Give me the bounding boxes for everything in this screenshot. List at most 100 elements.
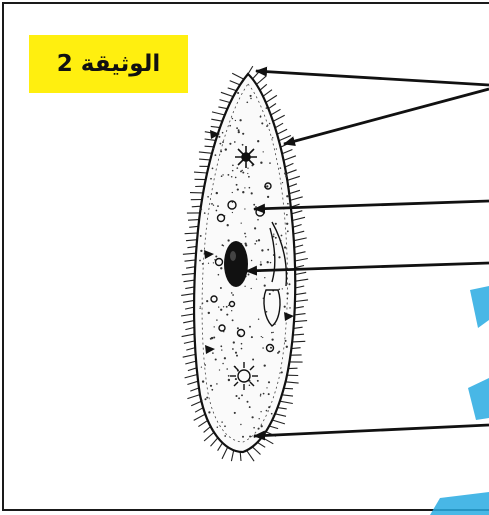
granule [213, 148, 215, 150]
cilium [271, 109, 281, 115]
granule [225, 148, 227, 150]
cilium [293, 225, 302, 228]
granule [261, 249, 263, 251]
granule [242, 172, 244, 174]
cilium [228, 88, 237, 91]
cilium [295, 307, 304, 309]
macronucleus [224, 241, 248, 287]
cilium [292, 211, 303, 214]
granule [280, 167, 282, 169]
granule [218, 136, 220, 138]
granule [264, 364, 266, 366]
granule [267, 249, 269, 251]
granule [224, 357, 226, 359]
cilium [240, 452, 241, 461]
granule [276, 148, 277, 149]
granule [266, 311, 268, 313]
granule [262, 337, 263, 338]
cilium [186, 348, 195, 351]
granule [244, 187, 245, 188]
cilium [188, 368, 197, 371]
cilium [231, 450, 233, 461]
granule [254, 227, 256, 229]
granule [256, 240, 258, 242]
cilium [294, 245, 303, 248]
granule [248, 274, 250, 276]
granule [251, 416, 253, 418]
granule [207, 196, 209, 198]
cilium [293, 334, 304, 335]
cilium [291, 348, 300, 349]
granule [204, 212, 206, 214]
granule [253, 427, 255, 429]
granule [208, 312, 210, 314]
granule [227, 224, 229, 226]
cilium [232, 73, 244, 79]
cilium [279, 136, 291, 141]
granule [278, 256, 280, 258]
granule [249, 187, 251, 189]
granule [205, 364, 207, 366]
granule [263, 151, 264, 152]
granule [231, 176, 233, 178]
granule [267, 261, 269, 263]
granule [219, 369, 220, 370]
granule [271, 338, 273, 340]
granule [266, 387, 267, 388]
granule [238, 397, 240, 399]
granule [251, 288, 252, 289]
granule [286, 214, 288, 216]
granule [267, 196, 269, 198]
granule [200, 250, 202, 252]
cilium [204, 432, 214, 441]
cilium [284, 156, 296, 161]
cilium [184, 280, 195, 282]
granule [232, 164, 234, 166]
granule [282, 288, 283, 289]
cilium [194, 172, 207, 173]
cilium [295, 286, 304, 288]
arrow-membrane [254, 425, 489, 436]
cilium [205, 139, 216, 140]
cilium [188, 220, 199, 221]
granule [199, 260, 201, 262]
granule [220, 267, 222, 269]
cilium [295, 279, 308, 281]
granule [226, 306, 228, 308]
granule [224, 435, 226, 437]
granule [250, 95, 252, 97]
granule [247, 173, 248, 174]
cilium [199, 159, 210, 160]
cilium [230, 81, 240, 85]
cilium [272, 420, 285, 424]
granule [229, 125, 231, 127]
granule [269, 123, 271, 125]
cilium [192, 206, 201, 207]
granule [289, 283, 291, 285]
granule [281, 371, 283, 373]
granule [249, 406, 251, 408]
cilium [280, 401, 293, 403]
granule [270, 347, 272, 349]
cilium [204, 427, 211, 433]
granule [260, 394, 261, 395]
granule [232, 319, 234, 321]
granule [241, 343, 243, 345]
granule [285, 340, 287, 342]
granule [264, 285, 266, 287]
granule [212, 352, 214, 354]
granule [260, 395, 261, 396]
granule [241, 348, 243, 350]
granule [256, 278, 257, 279]
granule [220, 287, 222, 289]
cilium [184, 341, 195, 344]
cilium [183, 300, 194, 302]
cilium [295, 252, 306, 255]
cilium [278, 408, 287, 409]
granule [245, 244, 247, 246]
granule [210, 178, 212, 180]
granule [285, 175, 287, 177]
cilium [211, 438, 218, 446]
cilium [268, 104, 276, 109]
granule [208, 263, 209, 264]
